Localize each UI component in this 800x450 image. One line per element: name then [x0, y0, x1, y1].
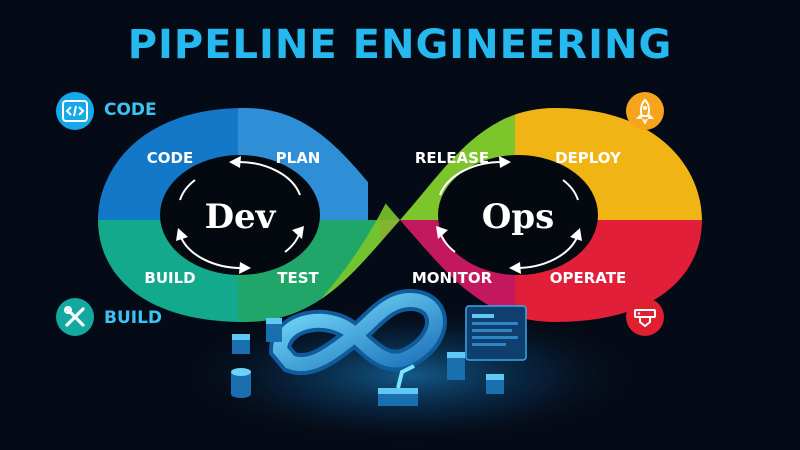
ops-arrowhead-top — [499, 156, 511, 168]
server-cube-3 — [447, 352, 465, 380]
ops-arrowhead-right — [570, 228, 582, 241]
operate-badge — [626, 298, 664, 336]
server-cube-1 — [232, 334, 250, 354]
dev-arrowhead-left — [176, 228, 188, 241]
dev-label: Dev — [205, 197, 277, 237]
dev-arrowhead-top — [229, 156, 241, 168]
stage-test: TEST — [277, 269, 319, 287]
code-badge — [56, 92, 94, 130]
server-rack-icon — [634, 309, 656, 328]
dev-arrowhead-right — [292, 226, 304, 239]
stage-plan: PLAN — [276, 149, 321, 167]
server-cube-4 — [486, 374, 504, 394]
robot-arm — [378, 364, 418, 406]
build-badge — [56, 298, 94, 336]
side-label-code: CODE — [104, 100, 157, 120]
dev-hole — [160, 155, 320, 275]
dashboard-screen — [465, 305, 527, 361]
ops-arrowhead-left — [436, 226, 448, 239]
side-label-build: BUILD — [104, 308, 163, 328]
ops-arrowhead-bottom — [509, 262, 521, 274]
stage-deploy: DEPLOY — [555, 149, 622, 167]
stage-build: BUILD — [144, 269, 195, 287]
stage-monitor: MONITOR — [412, 269, 493, 287]
page-title: PIPELINE ENGINEERING — [127, 22, 673, 68]
dev-arrowhead-bottom — [239, 262, 251, 274]
rocket-icon — [635, 98, 655, 124]
ops-label: Ops — [482, 197, 555, 237]
stage-release: RELEASE — [415, 149, 489, 167]
code-brackets-icon — [62, 100, 88, 122]
stage-operate: OPERATE — [550, 269, 626, 287]
stage-code: CODE — [147, 149, 193, 167]
wrench-screwdriver-icon — [64, 306, 85, 327]
deploy-badge — [626, 92, 664, 130]
database-cylinder — [231, 368, 251, 398]
isometric-infinity-loop — [268, 288, 447, 376]
ops-hole — [438, 155, 598, 275]
server-cube-2 — [266, 318, 282, 342]
